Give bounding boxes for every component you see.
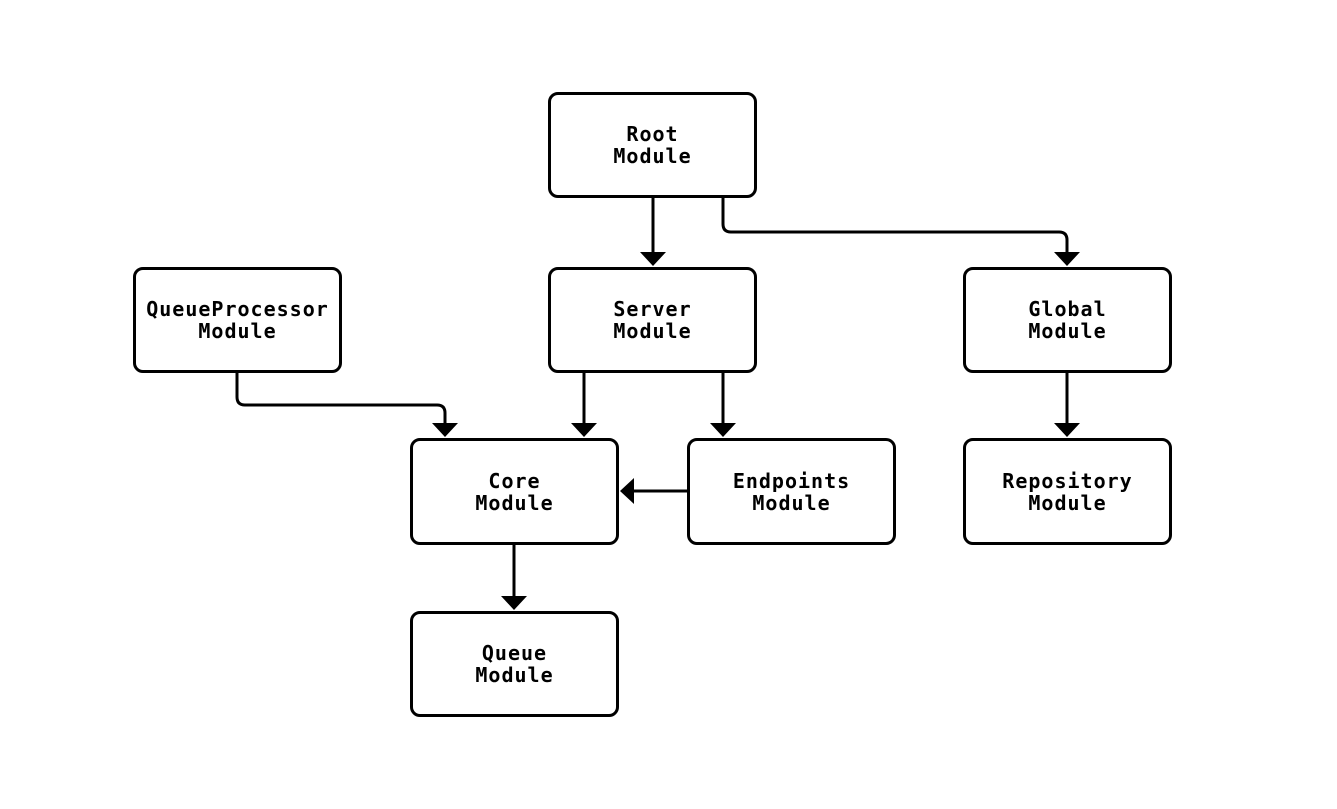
edge-server-to-core <box>571 373 597 437</box>
arrowhead-global-to-repository <box>1054 423 1080 437</box>
arrowhead-queueprocessor-to-core <box>432 423 458 437</box>
node-repository-module-label-line1: Repository <box>1002 468 1133 493</box>
node-endpoints-module-label-line2: Module <box>752 490 831 515</box>
node-core-module: Core Module <box>410 438 619 545</box>
arrowhead-endpoints-to-core <box>620 478 634 504</box>
node-queueprocessor-module: QueueProcessor Module <box>133 267 342 373</box>
edge-queueprocessor-to-core-line <box>235 373 447 423</box>
node-global-module-label-line2: Module <box>1028 319 1107 343</box>
node-endpoints-module: Endpoints Module <box>687 438 896 545</box>
node-core-module-label-line1: Core <box>488 468 541 493</box>
arrowhead-server-to-endpoints <box>710 423 736 437</box>
node-server-module-label-line1: Server <box>613 297 692 321</box>
node-queue-module: Queue Module <box>410 611 619 717</box>
node-global-module-label-line1: Global <box>1028 297 1107 321</box>
node-queueprocessor-module-label-line2: Module <box>198 319 277 343</box>
node-queue-module-label-line2: Module <box>475 663 554 687</box>
edge-global-to-repository <box>1054 373 1080 437</box>
edge-root-to-global <box>721 198 1080 266</box>
arrowhead-root-to-server <box>640 252 666 266</box>
edge-queueprocessor-to-core <box>235 373 458 437</box>
edge-root-to-global-line <box>721 198 1069 252</box>
arrowhead-root-to-global <box>1054 252 1080 266</box>
node-global-module: Global Module <box>963 267 1172 373</box>
node-server-module-label-line2: Module <box>613 319 692 343</box>
edge-root-to-server <box>640 198 666 266</box>
node-root-module-label-line2: Module <box>613 144 692 168</box>
node-endpoints-module-label-line1: Endpoints <box>732 468 851 493</box>
arrowhead-core-to-queue <box>501 596 527 610</box>
node-repository-module: Repository Module <box>963 438 1172 545</box>
node-server-module: Server Module <box>548 267 757 373</box>
node-repository-module-label-line2: Module <box>1028 490 1107 515</box>
edge-core-to-queue <box>501 545 527 610</box>
arrowhead-server-to-core <box>571 423 597 437</box>
node-root-module-label-line1: Root <box>626 122 679 146</box>
node-core-module-label-line2: Module <box>475 490 554 515</box>
edge-endpoints-to-core <box>620 478 687 504</box>
node-queue-module-label-line1: Queue <box>481 641 548 665</box>
node-root-module: Root Module <box>548 92 757 198</box>
node-queueprocessor-module-label-line1: QueueProcessor <box>146 297 329 321</box>
edge-server-to-endpoints <box>710 373 736 437</box>
